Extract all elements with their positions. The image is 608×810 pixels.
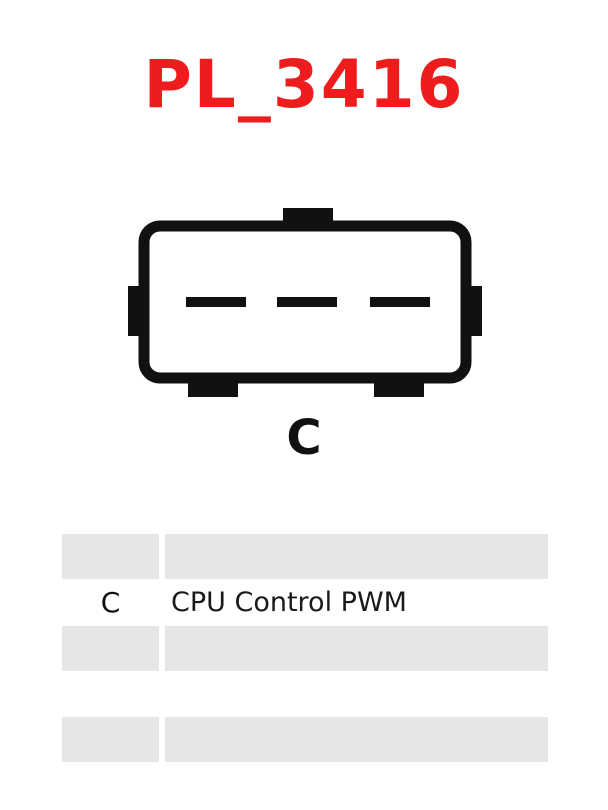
pin-table: C CPU Control PWM	[62, 534, 548, 763]
connector-pin-3	[370, 297, 430, 307]
table-row	[62, 717, 548, 762]
pin-cell	[62, 626, 159, 671]
pin-cell: C	[62, 580, 159, 625]
description-cell	[165, 717, 548, 762]
part-number-title: PL_3416	[143, 46, 465, 123]
pin-description: CPU Control PWM	[171, 587, 407, 618]
table-row	[62, 626, 548, 671]
table-row: C CPU Control PWM	[62, 580, 548, 625]
pin-cell	[62, 717, 159, 762]
description-cell: CPU Control PWM	[165, 580, 548, 625]
description-cell	[165, 626, 548, 671]
connector-label: C	[286, 410, 322, 466]
description-cell	[165, 534, 548, 579]
table-row	[62, 534, 548, 579]
connector-diagram	[128, 208, 482, 397]
pin-cell	[62, 534, 159, 579]
pin-code: C	[100, 586, 121, 619]
connector-pin-1	[186, 297, 246, 307]
connector-pin-2	[277, 297, 337, 307]
